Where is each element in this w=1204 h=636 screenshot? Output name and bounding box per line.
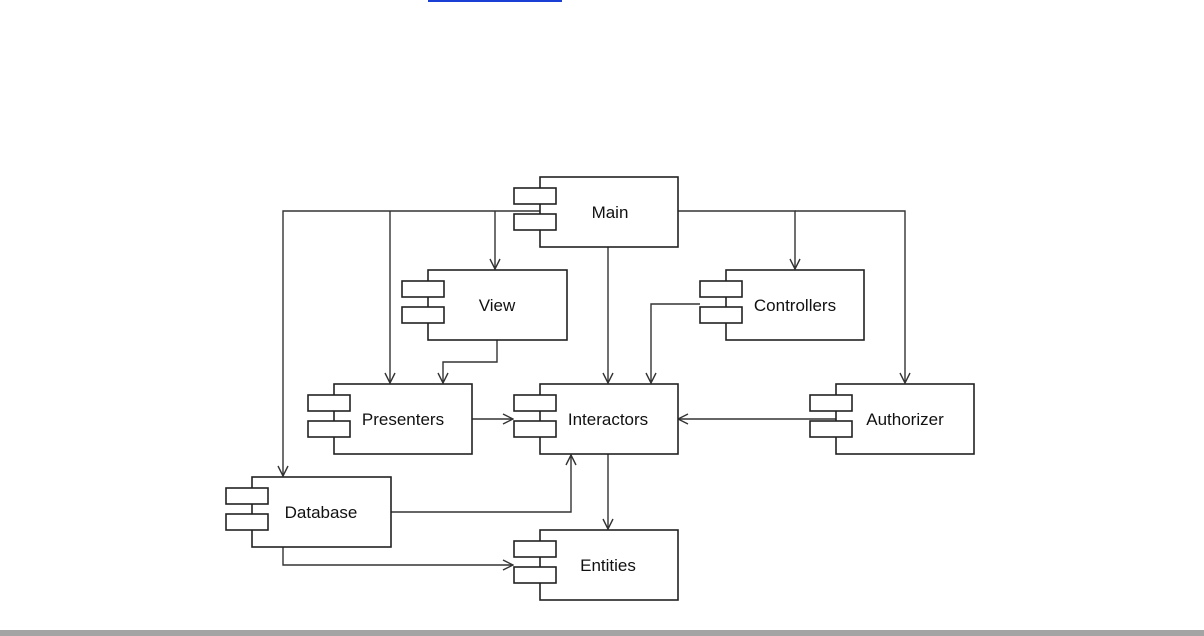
edge-main-to-controllers [678,210,795,269]
component-box-controllers [725,269,865,341]
component-box-entities [539,529,679,601]
component-box-interactors [539,383,679,455]
component-port-icon [513,187,557,205]
dependency-edges [282,210,905,565]
component-port-icon [513,566,557,584]
component-port-icon [513,540,557,558]
component-port-icon [307,394,351,412]
component-label-view: View [479,296,516,315]
component-database: Database [225,476,392,548]
edge-database-to-entities [282,547,513,565]
edge-database-to-interactors [391,455,571,513]
component-view: View [401,269,568,341]
component-port-icon [513,420,557,438]
component-interactors: Interactors [513,383,679,455]
component-port-icon [699,280,743,298]
component-port-icon [699,306,743,324]
top-link-underline[interactable] [428,0,562,2]
component-entities: Entities [513,529,679,601]
edge-view-to-presenters [443,340,498,383]
component-box-authorizer [835,383,975,455]
component-port-icon [225,487,269,505]
component-main: Main [513,176,679,248]
component-port-icon [513,394,557,412]
component-label-entities: Entities [580,556,636,575]
component-port-icon [401,306,445,324]
bottom-divider-bar [0,630,1204,636]
component-box-main [539,176,679,248]
component-presenters: Presenters [307,383,473,455]
component-box-view [427,269,568,341]
edge-main-to-database [283,210,540,476]
component-port-icon [401,280,445,298]
component-port-icon [809,394,853,412]
component-label-controllers: Controllers [754,296,836,315]
component-label-database: Database [285,503,358,522]
component-port-icon [809,420,853,438]
edge-controllers-to-interactors [651,303,700,383]
component-box-presenters [333,383,473,455]
component-label-authorizer: Authorizer [866,410,944,429]
component-label-interactors: Interactors [568,410,648,429]
component-authorizer: Authorizer [809,383,975,455]
component-port-icon [225,513,269,531]
edge-main-to-authorizer [795,210,905,383]
component-port-icon [307,420,351,438]
component-label-presenters: Presenters [362,410,444,429]
component-controllers: Controllers [699,269,865,341]
component-label-main: Main [592,203,629,222]
component-box-database [251,476,392,548]
component-port-icon [513,213,557,231]
